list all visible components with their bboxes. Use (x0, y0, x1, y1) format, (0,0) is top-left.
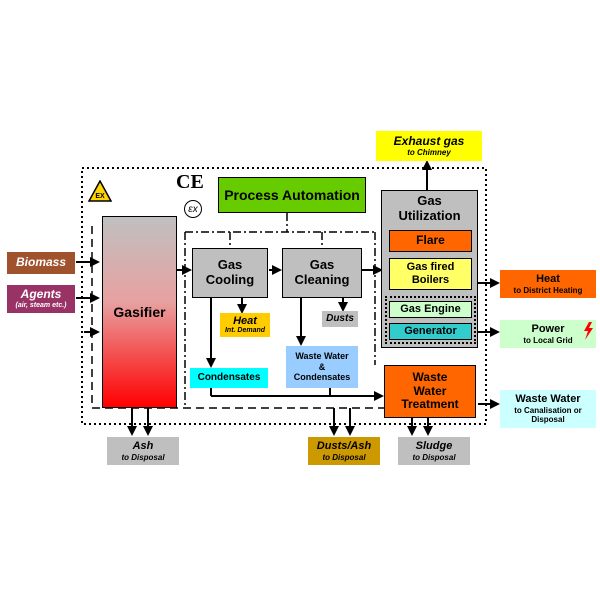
dusts-label: Dusts (326, 313, 354, 325)
waste-water-output-sub-label: to Canalisation or Disposal (514, 406, 582, 425)
heat-output-sub-label: to District Heating (513, 285, 583, 295)
engine-group (385, 296, 476, 344)
condensates-box: Condensates (190, 368, 268, 388)
ex-warning-icon: EX (88, 180, 112, 202)
gas-fired-boilers-block: Gas fired Boilers (389, 258, 472, 290)
biomass-label: Biomass (15, 255, 67, 270)
ash-sub-label: to Disposal (121, 452, 165, 462)
waste-water-treatment-block: Waste Water Treatment (384, 365, 476, 418)
generator-label: Generator (404, 325, 457, 338)
power-output-sub-label: to Local Grid (523, 335, 573, 345)
condensates-label: Condensates (197, 372, 261, 384)
agents-sub-label: (air, steam etc.) (15, 301, 67, 309)
sludge-label: Sludge (415, 440, 453, 453)
biomass-input: Biomass (7, 252, 75, 274)
gas-cleaning-block: Gas Cleaning (282, 248, 362, 298)
ex-symbol-icon: εx (184, 200, 202, 218)
gasifier-label: Gasifier (113, 303, 166, 320)
power-output-label: Power (531, 323, 565, 336)
agents-input: Agents (air, steam etc.) (7, 285, 75, 313)
exhaust-gas-output: Exhaust gas to Chimney (376, 131, 482, 161)
ash-output: Ash to Disposal (107, 437, 179, 465)
system-boundary (81, 167, 487, 425)
dusts-ash-output: Dusts/Ash to Disposal (308, 437, 380, 465)
process-automation-label: Process Automation (224, 186, 360, 203)
gas-utilization-label: Gas Utilization (398, 193, 461, 223)
exhaust-gas-label: Exhaust gas (393, 133, 465, 148)
control-lines (184, 213, 376, 408)
waste-water-output: Waste Water to Canalisation or Disposal (500, 390, 596, 428)
exhaust-gas-sub-label: to Chimney (407, 148, 451, 158)
gas-engine-block: Gas Engine (389, 301, 472, 318)
dashed-loop (91, 226, 385, 409)
gas-cooling-block: Gas Cooling (192, 248, 268, 298)
gas-cooling-label: Gas Cooling (205, 257, 255, 287)
generator-block: Generator (389, 323, 472, 340)
sludge-output: Sludge to Disposal (398, 437, 470, 465)
waste-water-condensates-label: Waste Water & Condensates (293, 351, 351, 383)
agents-label: Agents (20, 287, 62, 302)
gas-cleaning-label: Gas Cleaning (294, 257, 350, 287)
waste-water-output-label: Waste Water (515, 393, 581, 406)
ce-mark: CE (176, 171, 204, 193)
heat-internal-box: Heat Int. Demand (220, 313, 270, 337)
flare-label: Flare (416, 233, 445, 248)
dusts-ash-sub-label: to Disposal (322, 452, 366, 462)
dusts-ash-label: Dusts/Ash (316, 440, 372, 453)
flare-block: Flare (389, 230, 472, 252)
heat-internal-label: Heat (233, 314, 257, 327)
waste-water-treatment-label: Waste Water Treatment (401, 369, 459, 412)
lightning-icon (584, 322, 593, 340)
sludge-sub-label: to Disposal (412, 452, 456, 462)
heat-output: Heat to District Heating (500, 270, 596, 298)
process-automation-block: Process Automation (218, 177, 366, 213)
heat-internal-sub-label: Int. Demand (224, 327, 266, 335)
dusts-box: Dusts (322, 311, 358, 327)
heat-output-label: Heat (536, 273, 560, 286)
power-output: Power to Local Grid (500, 320, 596, 348)
gas-engine-label: Gas Engine (400, 303, 461, 316)
ash-label: Ash (132, 440, 154, 453)
gas-fired-boilers-label: Gas fired Boilers (406, 261, 455, 286)
waste-water-condensates-box: Waste Water & Condensates (286, 346, 358, 388)
ex-text: EX (95, 193, 105, 200)
gasifier-block: Gasifier (102, 216, 177, 408)
